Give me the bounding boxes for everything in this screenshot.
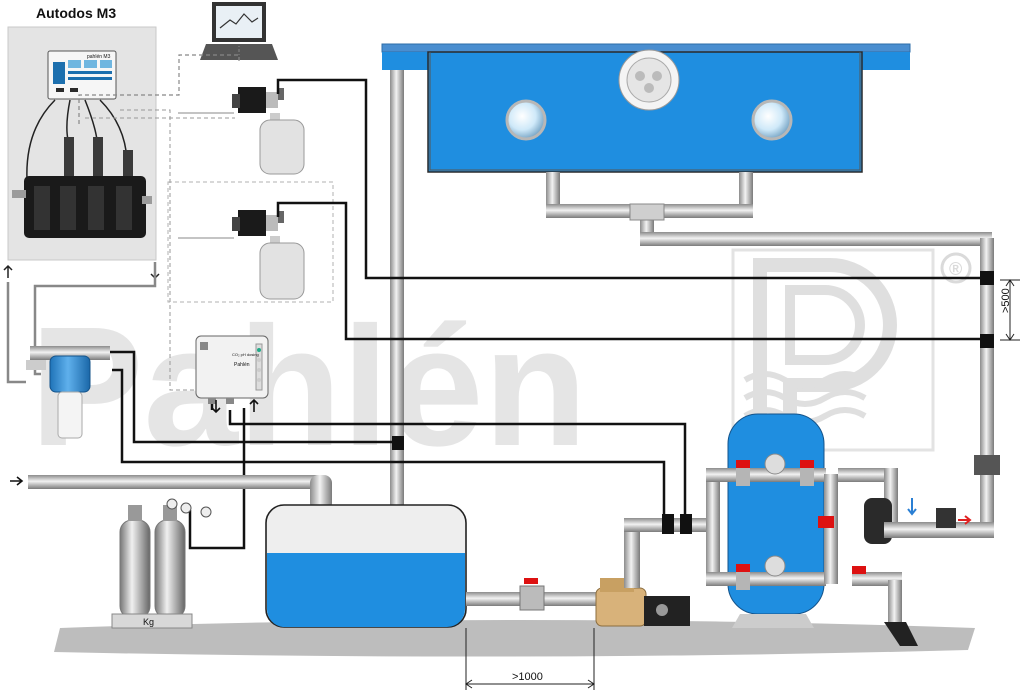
pool-return-pipes <box>546 172 1000 538</box>
swimming-pool <box>381 43 911 173</box>
fresh-water-inlet <box>10 475 332 511</box>
balance-tank <box>265 504 467 628</box>
circulation-pump <box>595 578 690 627</box>
overflow-pipe <box>390 70 404 605</box>
pre-filter <box>26 346 110 439</box>
unit-arrow-down <box>211 400 221 414</box>
pump-to-filter-pipes <box>624 514 714 588</box>
electrode-probes <box>64 137 133 178</box>
registered-mark: ® <box>949 259 962 279</box>
chemical-canister-1 <box>259 113 305 175</box>
unit-brand-label: Pahlén <box>234 362 250 368</box>
hot-flow-arrow <box>958 515 972 525</box>
dosing-area-outline <box>167 181 334 303</box>
sand-filter <box>706 413 838 628</box>
co2-control-unit <box>195 335 269 404</box>
unit-arrow-up <box>249 398 259 412</box>
suction-line <box>466 578 596 611</box>
floor <box>54 620 975 657</box>
heat-exchanger <box>838 468 994 646</box>
diagram-title: Autodos M3 <box>36 5 117 21</box>
dimension-vertical-label: >500 <box>1000 288 1012 313</box>
dosing-pump-1 <box>232 87 284 113</box>
dimension-vertical <box>1000 279 1020 341</box>
watermark-text: Pahlén <box>30 292 587 482</box>
controller-brand-label: pahlén M3 <box>87 54 111 60</box>
laptop-icon <box>200 2 278 60</box>
unit-model-label: CO₂ pH dosing <box>232 352 259 357</box>
pahlen-watermark: Pahlén ® <box>30 248 972 482</box>
dosing-pump-2 <box>232 210 284 236</box>
cold-flow-arrow <box>907 498 917 516</box>
scale-kg-label: Kg <box>143 617 155 627</box>
return-sample-line <box>33 262 157 376</box>
co2-gas-bottles <box>111 498 212 629</box>
pool-inlet-nozzle <box>618 49 680 111</box>
dimension-horizontal-label: >1000 <box>512 671 543 683</box>
dimension-horizontal <box>465 628 595 690</box>
pool-light-left <box>505 99 547 141</box>
data-cable <box>78 54 240 125</box>
pool-light-right <box>751 99 793 141</box>
flow-up-arrow <box>3 264 13 278</box>
m3-controller <box>47 50 117 100</box>
flow-cell-block <box>12 176 152 238</box>
chemical-canister-2 <box>259 236 305 300</box>
